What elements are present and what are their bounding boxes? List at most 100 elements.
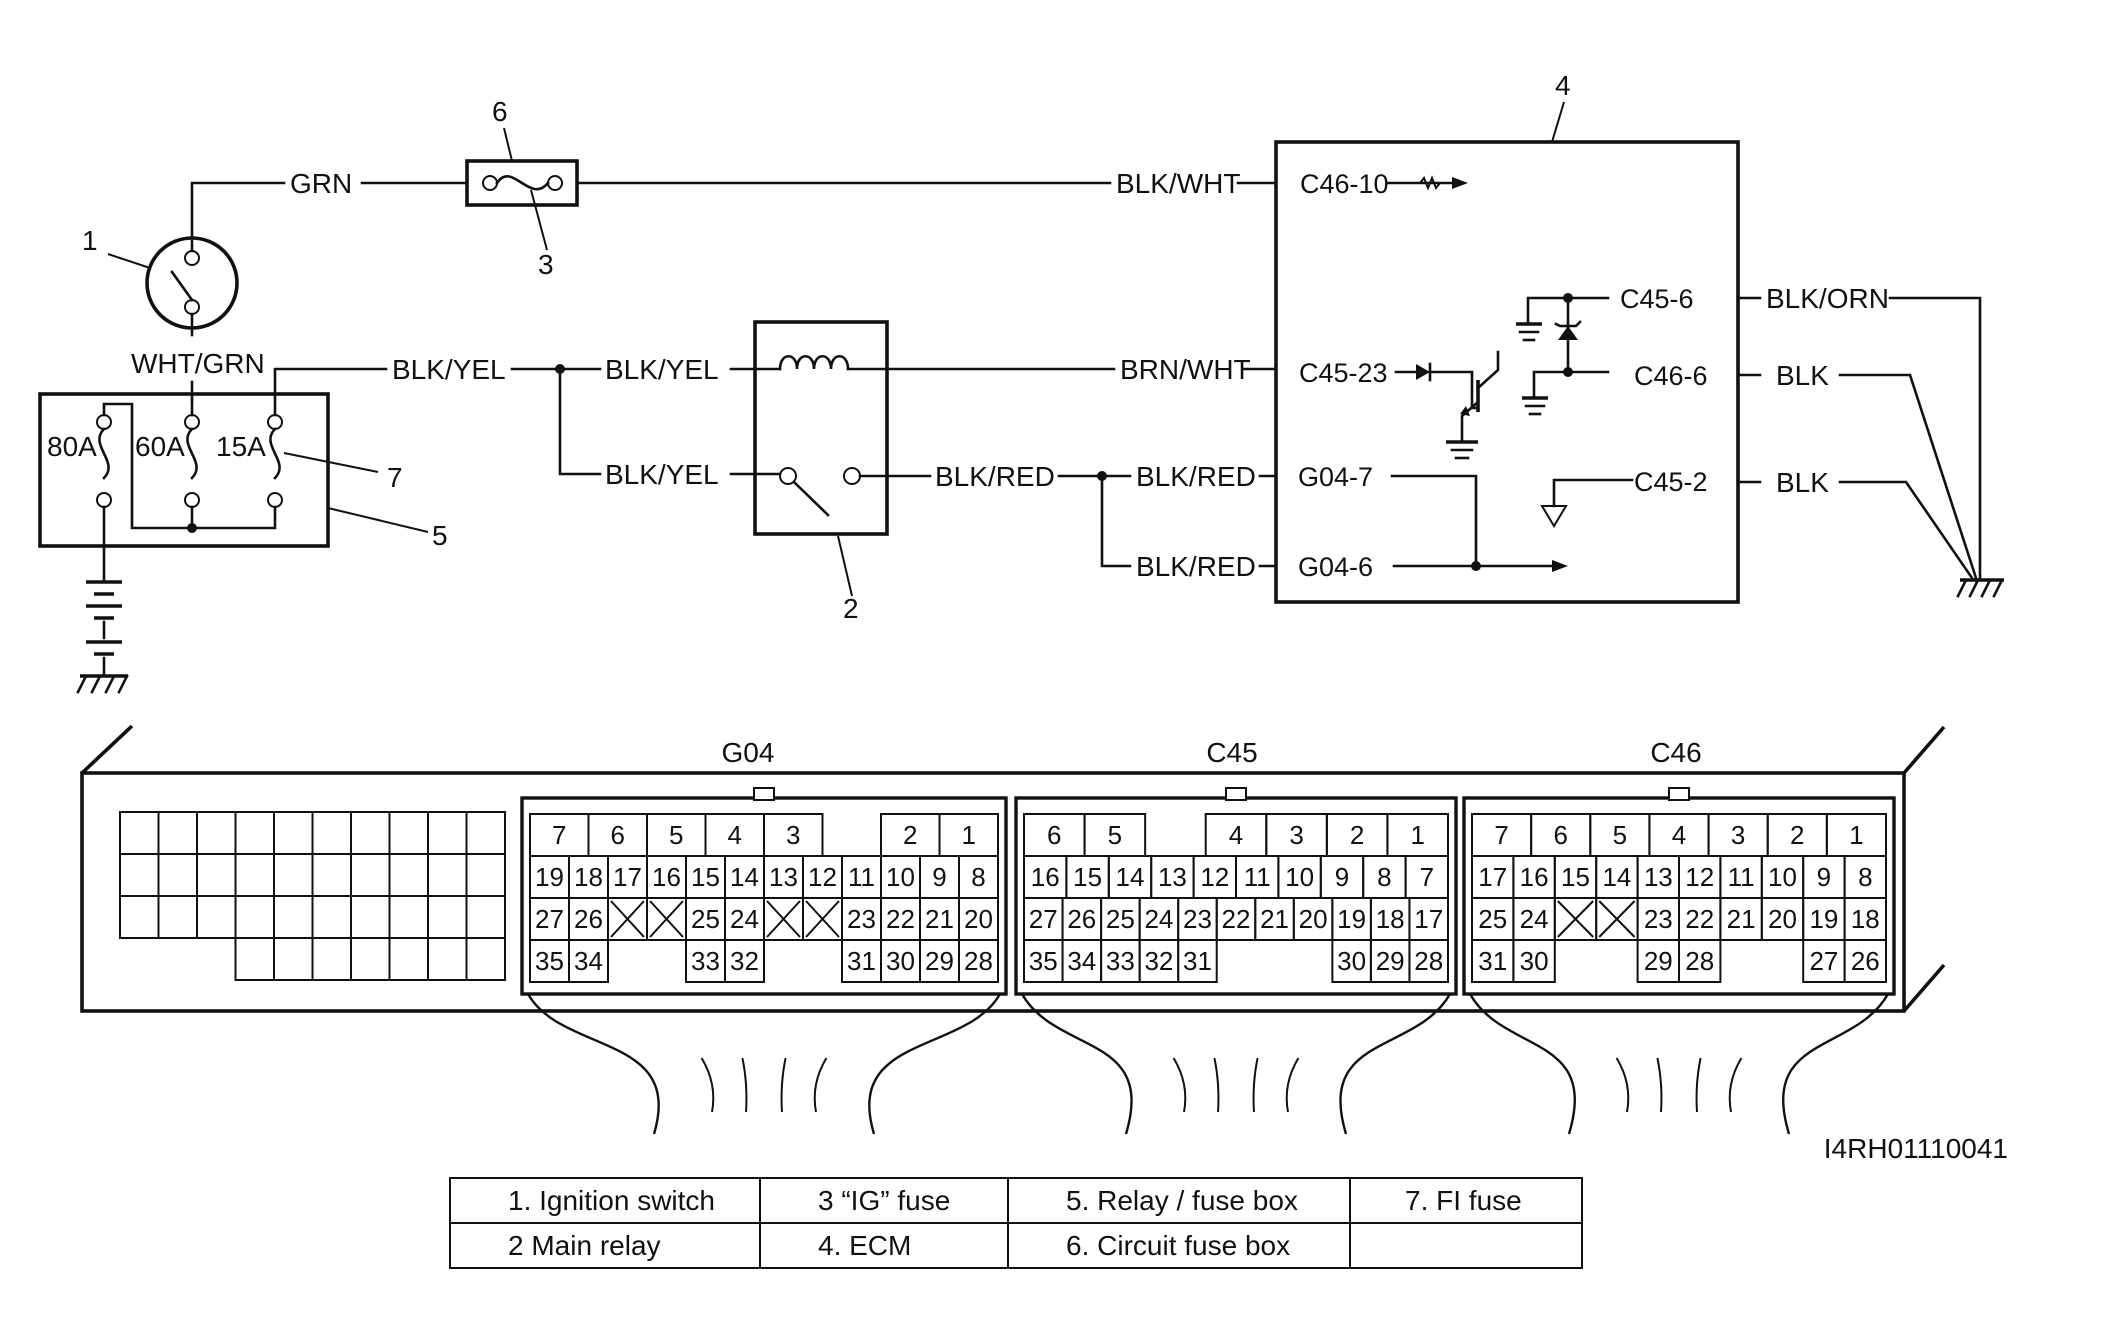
pin-number: 25 <box>691 904 720 934</box>
pin-number: 18 <box>1376 904 1405 934</box>
pin-cell: 10 <box>880 855 921 899</box>
ecm-connector-housing <box>80 724 1946 1013</box>
pin-cell: 7 <box>529 813 590 857</box>
pin-cell: 21 <box>919 897 960 941</box>
pin-number: 7 <box>552 820 566 850</box>
case-grid-cell <box>427 937 468 981</box>
pin-cell: 13 <box>763 855 804 899</box>
ground-symbol-battery <box>76 674 129 694</box>
pin-number: 5 <box>669 820 683 850</box>
pin-cell: 34 <box>1061 939 1103 983</box>
pin-number: 21 <box>1727 904 1756 934</box>
connector-title: C46 <box>1650 737 1701 768</box>
pin-cell <box>1553 897 1598 941</box>
harness-wire <box>1213 1057 1220 1113</box>
case-grid-cell <box>350 895 391 939</box>
pin-cell: 2 <box>880 813 941 857</box>
case-grid-cell <box>311 853 352 897</box>
pin-cell: 30 <box>1331 939 1372 983</box>
pin-cell: 33 <box>685 939 726 983</box>
pin-cell: 7 <box>1404 855 1449 899</box>
pin-cell: 17 <box>1471 855 1515 899</box>
pin-number: 1 <box>1410 820 1424 850</box>
pin-cell: 7 <box>1471 813 1533 857</box>
fuse-rating-80a: 80A <box>47 431 97 462</box>
pin-cell: 23 <box>1177 897 1218 941</box>
wire-label-blk-1: BLK <box>1776 360 1829 391</box>
pin-number: 15 <box>1073 862 1102 892</box>
pin-cell: 29 <box>1636 939 1680 983</box>
wire-label-blk-yel-1: BLK/YEL <box>392 354 506 385</box>
pin-cell: 14 <box>1595 855 1639 899</box>
callout-7: 7 <box>387 462 403 493</box>
case-grid-cell <box>311 811 352 855</box>
pin-number: 26 <box>574 904 603 934</box>
case-grid-cell <box>465 937 506 981</box>
case-grid-cell <box>273 895 314 939</box>
pin-number: 2 <box>903 820 917 850</box>
case-grid-cell <box>157 853 198 897</box>
pin-c45-23: C45-23 <box>1299 358 1388 388</box>
pin-cell-box <box>1408 939 1450 983</box>
blank-pin-mark <box>1557 900 1594 938</box>
case-grid-cell <box>427 895 468 939</box>
pin-cell-box <box>724 939 765 983</box>
pin-number: 10 <box>1285 862 1314 892</box>
case-grid-cell <box>388 937 429 981</box>
harness-wire <box>1172 1057 1187 1113</box>
pin-cell: 29 <box>919 939 960 983</box>
pin-cell: 1 <box>938 813 999 857</box>
pin-number: 20 <box>1299 904 1328 934</box>
pin-cell: 23 <box>841 897 882 941</box>
pin-cell: 12 <box>1678 855 1722 899</box>
pin-cell: 6 <box>1023 813 1086 857</box>
pin-cell: 14 <box>1107 855 1153 899</box>
pin-number: 17 <box>1414 904 1443 934</box>
pin-number: 33 <box>1106 946 1135 976</box>
pin-cell: 4 <box>1204 813 1268 857</box>
pin-cell: 8 <box>1843 855 1887 899</box>
pin-number: 9 <box>1817 862 1831 892</box>
case-grid-cell <box>465 853 506 897</box>
pin-number: 27 <box>1029 904 1058 934</box>
pin-number: 15 <box>691 862 720 892</box>
pin-cell <box>607 897 648 941</box>
pin-number: 27 <box>1809 946 1838 976</box>
pin-cell: 26 <box>1843 939 1887 983</box>
pin-cell-box <box>1512 939 1556 983</box>
case-grid-cell <box>273 937 314 981</box>
pin-cell: 19 <box>529 855 570 899</box>
legend-item-5: 5. Relay / fuse box <box>1066 1185 1298 1216</box>
pin-cell: 1 <box>1825 813 1888 857</box>
pin-cell: 32 <box>724 939 765 983</box>
pin-number: 2 <box>1790 820 1804 850</box>
case-grid-cell <box>427 853 468 897</box>
blank-pin-mark <box>805 900 840 938</box>
pin-cell: 3 <box>1265 813 1328 857</box>
ecm-zener-circuit <box>1516 293 1610 416</box>
pin-cell: 33 <box>1100 939 1141 983</box>
pin-cell: 27 <box>1802 939 1846 983</box>
pin-cell <box>646 897 687 941</box>
pin-cell: 28 <box>958 939 999 983</box>
pin-cell: 5 <box>1589 813 1651 857</box>
case-grid-cell <box>234 895 275 939</box>
ecm <box>1274 140 1740 604</box>
blank-pin-mark <box>610 900 645 938</box>
pin-number: 29 <box>1376 946 1405 976</box>
pin-cell <box>802 897 843 941</box>
pin-number: 19 <box>1809 904 1838 934</box>
connector-latch <box>1225 787 1247 801</box>
pin-cell: 5 <box>646 813 707 857</box>
pin-cell: 21 <box>1719 897 1763 941</box>
harness-curve <box>1020 993 1133 1135</box>
case-grid-cell <box>311 895 352 939</box>
pin-cell-box <box>1678 939 1722 983</box>
pin-cell: 19 <box>1802 897 1846 941</box>
wire-label-blk-red-3: BLK/RED <box>1136 551 1256 582</box>
pin-number: 33 <box>691 946 720 976</box>
circuit-fuse-box <box>465 159 579 207</box>
pin-number: 13 <box>1644 862 1673 892</box>
